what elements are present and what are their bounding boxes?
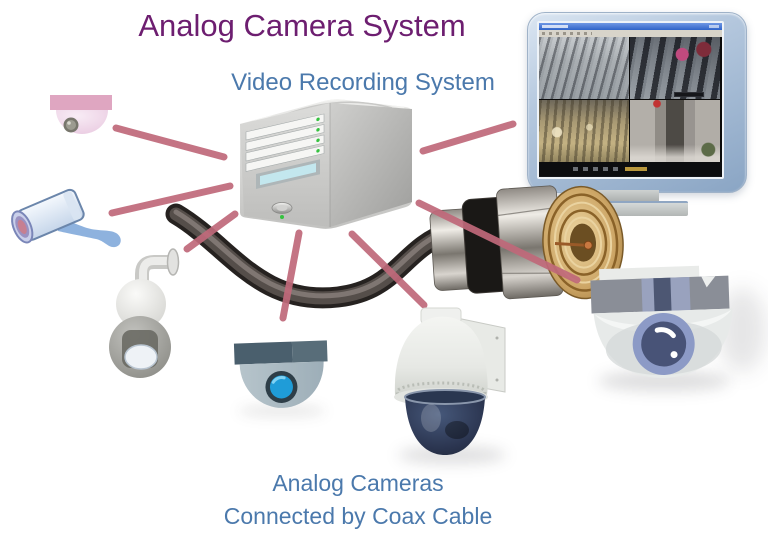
lens-highlight xyxy=(654,327,676,339)
recording-system-label: Video Recording System xyxy=(231,69,495,96)
ptz-camera-icon xyxy=(109,248,180,378)
playback-controls-bar xyxy=(539,162,722,176)
coax-cable-run xyxy=(165,203,461,309)
dvr-power-led xyxy=(280,215,284,219)
camera-feed-parking-cars xyxy=(630,37,720,99)
coax-cable-icon xyxy=(165,185,624,309)
camera-body xyxy=(11,188,85,244)
camera-mount-plate xyxy=(233,341,293,365)
white-ptz-dome-camera-icon xyxy=(394,307,506,455)
drive-bay xyxy=(245,124,325,151)
mount-flange xyxy=(166,248,180,276)
dvr-side-face xyxy=(330,103,412,227)
dvr-display xyxy=(260,163,316,186)
monitor-stand-neck xyxy=(597,190,659,202)
dvr-front-panel xyxy=(245,113,325,190)
camera-mount-arm xyxy=(135,248,180,295)
pink-dome-camera-icon xyxy=(50,95,112,134)
camera-dome xyxy=(405,397,485,455)
browser-toolbar xyxy=(539,30,722,37)
camera-top-plate xyxy=(599,265,700,282)
teal-dome-camera-icon xyxy=(233,340,328,408)
camera-feed-parking-aerial xyxy=(539,37,629,99)
connection-video-recorder-to-monitor xyxy=(419,120,517,155)
shadow-right-dome-bottom xyxy=(598,370,730,392)
camera-dome xyxy=(56,110,108,134)
camera-band xyxy=(590,275,730,314)
camera-mount-plate xyxy=(50,95,112,110)
shadow-white-ptz-dome xyxy=(398,446,506,464)
page-title: Analog Camera System xyxy=(138,8,466,43)
browser-titlebar xyxy=(539,23,722,30)
camera-lens xyxy=(124,344,158,370)
shadow-teal-dome xyxy=(238,404,326,418)
dome-reflection xyxy=(421,404,441,432)
blue-dome-camera-icon xyxy=(590,265,733,378)
camera-upper-sphere xyxy=(116,279,166,329)
cameras-caption-line2: Connected by Coax Cable xyxy=(223,503,493,529)
camera-housing xyxy=(394,316,488,402)
monitor-screen xyxy=(537,21,724,179)
camera-feed-office xyxy=(539,100,629,162)
dvr-server-icon xyxy=(240,99,412,229)
camera-mount-bracket xyxy=(58,221,121,248)
cameras-caption-line1: Analog Cameras xyxy=(272,470,444,496)
bullet-camera-icon xyxy=(11,188,121,248)
drive-bay xyxy=(245,113,325,141)
camera-feed-hallway xyxy=(630,100,720,162)
monitor xyxy=(527,12,747,193)
dvr-power-button-center xyxy=(276,205,288,211)
drive-bay xyxy=(245,134,325,162)
drive-bay xyxy=(245,145,325,172)
connection-pink-dome-camera-to-video-recorder xyxy=(112,124,228,161)
camera-feed-grid xyxy=(539,37,722,162)
